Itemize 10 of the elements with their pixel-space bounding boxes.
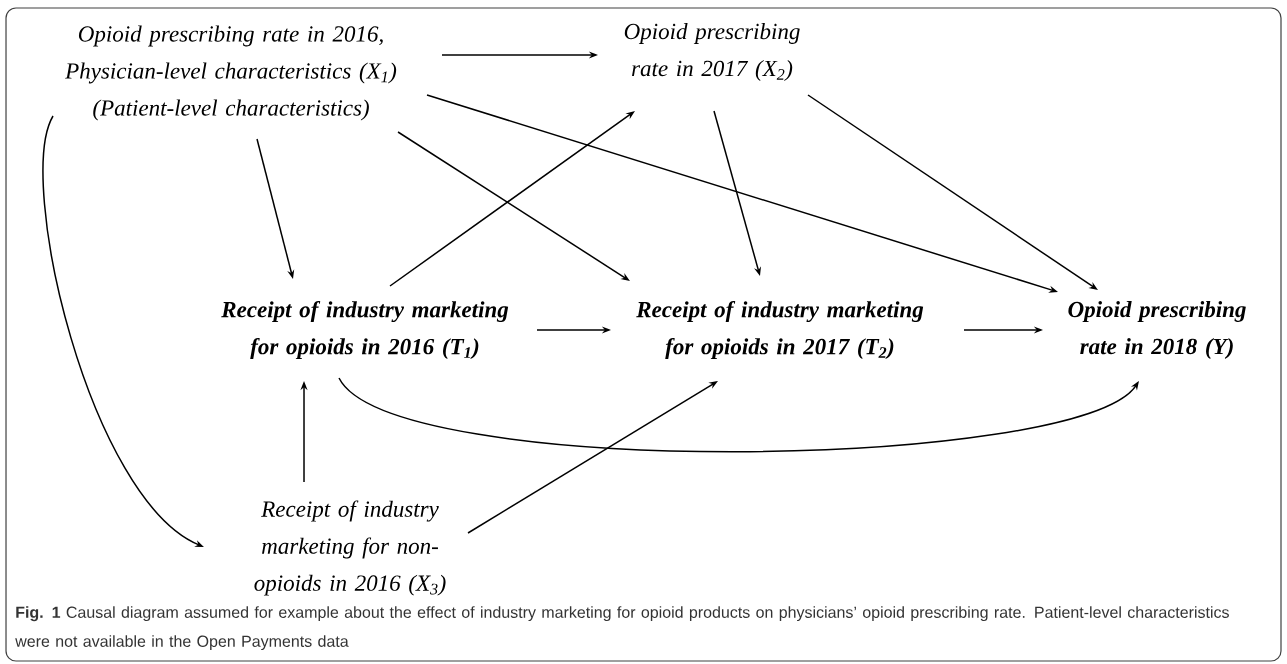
variable-label: Receipt of industry marketing for opioids in 2017 (T$_{2}$): [636, 300, 924, 360]
variable-label: Opioid prescribing rate in 2018 (Y): [1068, 301, 1246, 359]
variable-label: Receipt of industry marketing for non-opioids in 2016 (X$_{3}$): [254, 500, 446, 596]
arrow: [338, 377, 1139, 453]
arrow: [389, 111, 635, 287]
variable-label: Receipt of industry marketing for opioids in 2016 (T$_{1}$): [221, 300, 509, 360]
figure-caption: Fig. 1 Causal diagram assumed for example about the effect of industry marketing for opioid products on physicians’ opioid prescribing rate. Patient-level characteristics were not available in the Open Payments data: [15, 606, 1229, 651]
variable-label: Opioid prescribing rate in 2016, Physician-level characteristics (X$_{1}$) (Patient-level characteristics): [65, 25, 397, 121]
variable-label: Opioid prescribing rate in 2017 (X$_{2}$): [624, 23, 800, 81]
arrow: [807, 94, 1098, 290]
